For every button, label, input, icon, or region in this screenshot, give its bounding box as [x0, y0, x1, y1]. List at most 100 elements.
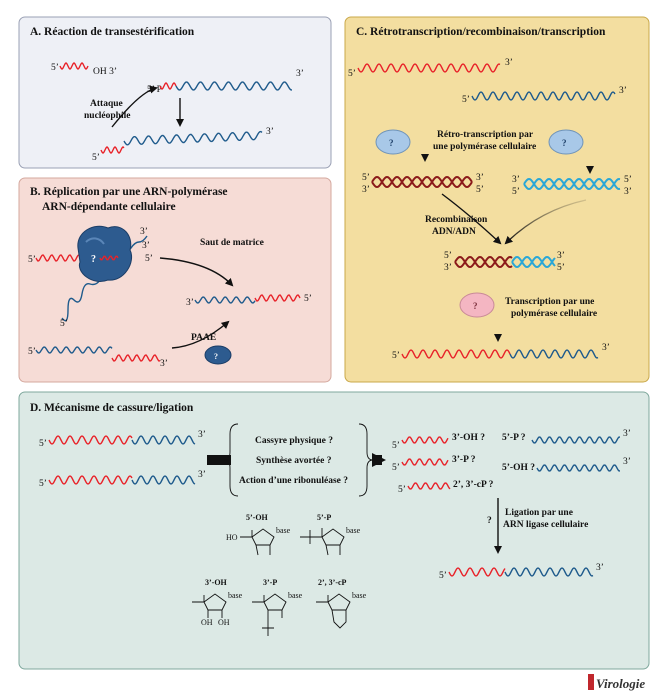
- d-cause-1: Cassyre physique ?: [255, 436, 333, 446]
- c-final-red: [401, 349, 511, 359]
- c-dna-right-5b: 5’: [624, 175, 632, 185]
- rna-donor-red: [59, 62, 89, 70]
- chem-5p: 5’-P base: [300, 513, 361, 556]
- svg-text:3’-OH: 3’-OH: [205, 578, 228, 587]
- arrow-attack: [111, 85, 158, 128]
- d-strand-a-blue: [131, 435, 196, 445]
- d-label-3p: 3’-P ?: [452, 455, 476, 465]
- c-recomb-3a: 3’: [444, 263, 452, 273]
- c-3prime-blue: 3’: [619, 86, 627, 96]
- c-final-3: 3’: [602, 343, 610, 353]
- d-r-3b: 3’: [623, 457, 631, 467]
- d-frag-red-3: [407, 482, 451, 490]
- d-cause-2: Synthèse avortée ?: [256, 456, 332, 466]
- label-nucleophile: nucléophile: [84, 111, 130, 121]
- svg-text:OH: OH: [218, 618, 230, 627]
- d-label-cp: 2’, 3’-cP ?: [453, 480, 494, 490]
- b-3prime-a: 3’: [140, 227, 148, 237]
- svg-text:base: base: [352, 591, 367, 600]
- rna-acceptor-blue: [175, 81, 292, 91]
- c-5prime-red: 5’: [348, 69, 356, 79]
- d-r-5a: 5’: [392, 441, 400, 451]
- c-5prime-blue: 5’: [462, 95, 470, 105]
- d-label-5oh: 5’-OH ?: [502, 463, 535, 473]
- c-dna-left-strand2: [371, 175, 473, 189]
- c-3prime-red: 3’: [505, 58, 513, 68]
- d-frag-blue-1: [531, 436, 620, 444]
- c-recomb-3b: 3’: [557, 251, 565, 261]
- rt-enzyme-right-icon: ?: [548, 129, 584, 155]
- label-5prime: 5’: [51, 63, 59, 73]
- label-5prime-product: 5’: [92, 153, 100, 163]
- c-recomb-cyan2: [511, 255, 556, 269]
- svg-text:?: ?: [214, 352, 218, 361]
- panel-b: B. Réplication par une ARN-polymérase AR…: [18, 177, 332, 383]
- d-ligation-1: Ligation par une: [505, 508, 573, 518]
- c-arrow-rec-right: [504, 199, 587, 245]
- c-recomb-5a: 5’: [444, 251, 452, 261]
- b-product-red: [254, 294, 301, 302]
- b-5prime-b: 5’: [145, 254, 153, 264]
- svg-text:base: base: [276, 526, 291, 535]
- d-frag-blue-2: [536, 464, 620, 472]
- d-label-5p: 5’-P ?: [502, 433, 526, 443]
- svg-text:3’-P: 3’-P: [263, 578, 277, 587]
- b-red-in-pol: [99, 255, 119, 261]
- d-label-3oh: 3’-OH ?: [452, 433, 485, 443]
- c-blue-rna: [471, 91, 616, 101]
- panel-a-title: A. Réaction de transestérification: [30, 26, 195, 38]
- b-red-strand-left: [35, 254, 87, 262]
- d-5b: 5’: [39, 479, 47, 489]
- rna-acceptor-red: [159, 82, 177, 90]
- chem-5oh: 5’-OH HO base: [226, 513, 291, 556]
- svg-text:?: ?: [562, 138, 567, 148]
- d-strand-a-red: [48, 435, 133, 445]
- d-ligation-2: ARN ligase cellulaire: [503, 520, 588, 530]
- svg-text:?: ?: [473, 301, 478, 311]
- c-dna-left-5a: 5’: [362, 173, 370, 183]
- c-final-blue: [509, 349, 599, 359]
- d-ligation-q: ?: [487, 516, 492, 526]
- d-brace-left: [223, 423, 239, 497]
- chem-cp: 2’, 3’-cP base: [316, 578, 367, 629]
- svg-text:5’-OH: 5’-OH: [246, 513, 269, 522]
- svg-text:OH: OH: [201, 618, 213, 627]
- d-bar-left: [207, 455, 231, 465]
- c-label-rec-2: ADN/ADN: [432, 227, 476, 237]
- c-recomb-cyan1: [511, 255, 556, 269]
- d-lig-3: 3’: [596, 563, 604, 573]
- panel-c: C. Rétrotranscription/recombinaison/tran…: [344, 16, 650, 383]
- svg-text:HO: HO: [226, 533, 238, 542]
- label-3prime: 3’: [296, 69, 304, 79]
- c-dna-right-5a: 5’: [512, 187, 520, 197]
- d-3a: 3’: [198, 430, 206, 440]
- polymerase-question: ?: [91, 254, 96, 265]
- d-r-5c: 5’: [398, 485, 406, 495]
- d-frag-red-1: [401, 436, 449, 444]
- svg-text:base: base: [228, 591, 243, 600]
- panel-d: D. Mécanisme de cassure/ligation 5’ 3’ 5…: [18, 391, 650, 670]
- b-3prime-bottom: 3’: [160, 359, 168, 369]
- panel-b-title-2: ARN-dépendante cellulaire: [42, 201, 176, 213]
- rt-enzyme-left-icon: ?: [375, 129, 411, 155]
- virologie-logo: Virologie: [588, 674, 645, 691]
- panel-d-title: D. Mécanisme de cassure/ligation: [30, 402, 194, 414]
- c-dna-right-strand2: [523, 177, 621, 191]
- rna-product-blue: [123, 130, 263, 146]
- small-polymerase-icon: ?: [204, 345, 232, 365]
- c-label-rt-2: une polymérase cellulaire: [433, 142, 536, 152]
- svg-text:2’, 3’-cP: 2’, 3’-cP: [318, 578, 347, 587]
- c-red-rna: [357, 63, 501, 73]
- d-strand-b-blue: [131, 475, 196, 485]
- panel-a: A. Réaction de transestérification 5’ OH…: [18, 16, 332, 169]
- c-label-rec-1: Recombinaison: [425, 215, 488, 225]
- d-lig-blue: [504, 567, 594, 577]
- b-bottom-red: [111, 354, 161, 362]
- c-recomb-dred2: [454, 255, 513, 269]
- b-blue-lower: [61, 279, 101, 322]
- c-label-tr-1: Transcription par une: [505, 297, 594, 307]
- d-lig-red: [448, 567, 506, 577]
- svg-text:base: base: [288, 591, 303, 600]
- d-r-5b: 5’: [392, 463, 400, 473]
- svg-text:5’-P: 5’-P: [317, 513, 331, 522]
